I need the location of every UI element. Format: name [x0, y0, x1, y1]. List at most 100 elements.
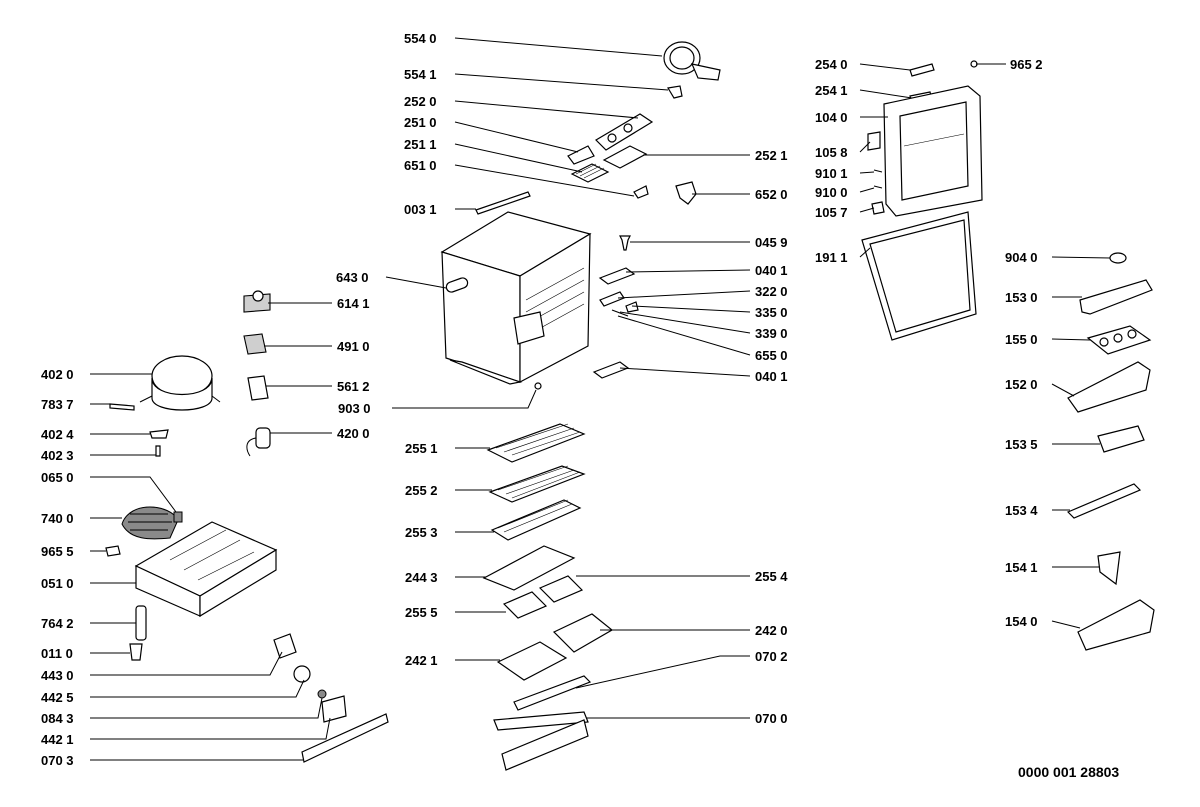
callout-label: 155 0: [1005, 332, 1038, 347]
callout-label: 153 0: [1005, 290, 1038, 305]
part-door-latch: [909, 63, 935, 77]
callout-label: 011 0: [41, 646, 73, 661]
part-cap: [1109, 252, 1127, 264]
part-condenser: [121, 506, 183, 540]
part-bolt: [129, 643, 143, 661]
part-knob: [293, 665, 311, 683]
callout-label: 420 0: [337, 426, 370, 441]
part-pin-b: [625, 301, 639, 313]
part-crisper-left: [496, 641, 568, 681]
part-plug: [534, 382, 542, 390]
part-door-bin-large: [1067, 361, 1151, 413]
callout-label: 040 1: [755, 263, 788, 278]
callout-label: 003 1: [404, 202, 437, 217]
callout-label: 402 3: [41, 448, 74, 463]
callout-label: 554 1: [404, 67, 437, 82]
part-hinge-top: [598, 267, 636, 285]
callout-label: 040 1: [755, 369, 788, 384]
part-washer: [317, 689, 327, 699]
part-thermostat-cover: [570, 145, 648, 183]
callout-label: 643 0: [336, 270, 369, 285]
part-door-bin-small: [1097, 425, 1145, 453]
callout-label: 655 0: [755, 348, 788, 363]
callout-label: 561 2: [337, 379, 370, 394]
callout-label: 255 4: [755, 569, 788, 584]
callout-label: 965 5: [41, 544, 74, 559]
part-kickplate-left: [301, 713, 389, 763]
callout-label: 442 1: [41, 732, 74, 747]
callout-label: 070 0: [755, 711, 788, 726]
callout-label: 154 1: [1005, 560, 1038, 575]
part-door-hinge-pin: [867, 131, 881, 151]
part-shelf-3: [490, 499, 582, 541]
part-shelf-1: [486, 423, 586, 463]
callout-label: 764 2: [41, 616, 74, 631]
part-foot: [105, 545, 121, 557]
callout-label: 105 7: [815, 205, 848, 220]
part-door-bin-bottom: [1077, 599, 1155, 651]
callout-label: 065 0: [41, 470, 74, 485]
callout-label: 443 0: [41, 668, 74, 683]
part-starter: [247, 375, 269, 401]
part-fan-ring: [663, 41, 721, 81]
part-thermostat-assembly: [567, 113, 654, 165]
callout-label: 442 5: [41, 690, 74, 705]
callout-label: 740 0: [41, 511, 74, 526]
part-pipe: [109, 403, 135, 411]
part-pin-a: [599, 291, 625, 307]
callout-label: 251 0: [404, 115, 437, 130]
callout-label: 903 0: [338, 401, 371, 416]
part-door-gasket: [861, 211, 977, 341]
part-cabinet: [440, 211, 592, 385]
callout-label: 252 0: [404, 94, 437, 109]
part-drier: [135, 605, 147, 641]
callout-label: 254 0: [815, 57, 848, 72]
callout-label: 335 0: [755, 305, 788, 320]
callout-label: 651 0: [404, 158, 437, 173]
callout-label: 255 5: [405, 605, 438, 620]
callout-label: 153 5: [1005, 437, 1038, 452]
part-bezel: [321, 695, 347, 723]
part-tray-right: [538, 575, 584, 603]
callout-label: 254 1: [815, 83, 848, 98]
part-door-screws: [873, 169, 883, 189]
callout-label: 152 0: [1005, 377, 1038, 392]
diagram-id: 0000 001 28803: [1018, 764, 1119, 780]
part-cover-box: [243, 333, 267, 355]
callout-label: 783 7: [41, 397, 74, 412]
callout-label: 153 4: [1005, 503, 1038, 518]
part-egg-tray: [1086, 325, 1152, 355]
callout-label: 154 0: [1005, 614, 1038, 629]
part-tray-left: [502, 591, 548, 619]
callout-label: 910 0: [815, 185, 848, 200]
part-butter-lid: [1079, 279, 1153, 315]
part-door: [883, 85, 983, 217]
part-base-tray: [134, 521, 278, 618]
callout-label: 252 1: [755, 148, 788, 163]
callout-label: 652 0: [755, 187, 788, 202]
callout-label: 242 0: [755, 623, 788, 638]
callout-label: 251 1: [404, 137, 437, 152]
callout-label: 045 9: [755, 235, 788, 250]
part-door-stop: [871, 201, 885, 215]
callout-label: 614 1: [337, 296, 370, 311]
part-grill-lower: [501, 719, 589, 771]
callout-label: 339 0: [755, 326, 788, 341]
part-knob-housing: [273, 633, 297, 659]
callout-label: 322 0: [755, 284, 788, 299]
part-grill-mid: [493, 711, 589, 731]
part-screw: [619, 235, 631, 251]
callout-label: 910 1: [815, 166, 848, 181]
part-capacitor: [246, 427, 271, 457]
part-crisper-right: [552, 613, 614, 653]
part-lamp: [633, 185, 649, 199]
callout-label: 255 3: [405, 525, 438, 540]
callout-label: 965 2: [1010, 57, 1043, 72]
callout-labels: 554 0 554 1 252 0 251 0 251 1 252 1 651 …: [41, 31, 1043, 768]
part-bracket-small: [667, 85, 683, 99]
leader-lines: [90, 37, 1111, 761]
callout-label: 402 4: [41, 427, 74, 442]
part-switch: [675, 181, 697, 205]
